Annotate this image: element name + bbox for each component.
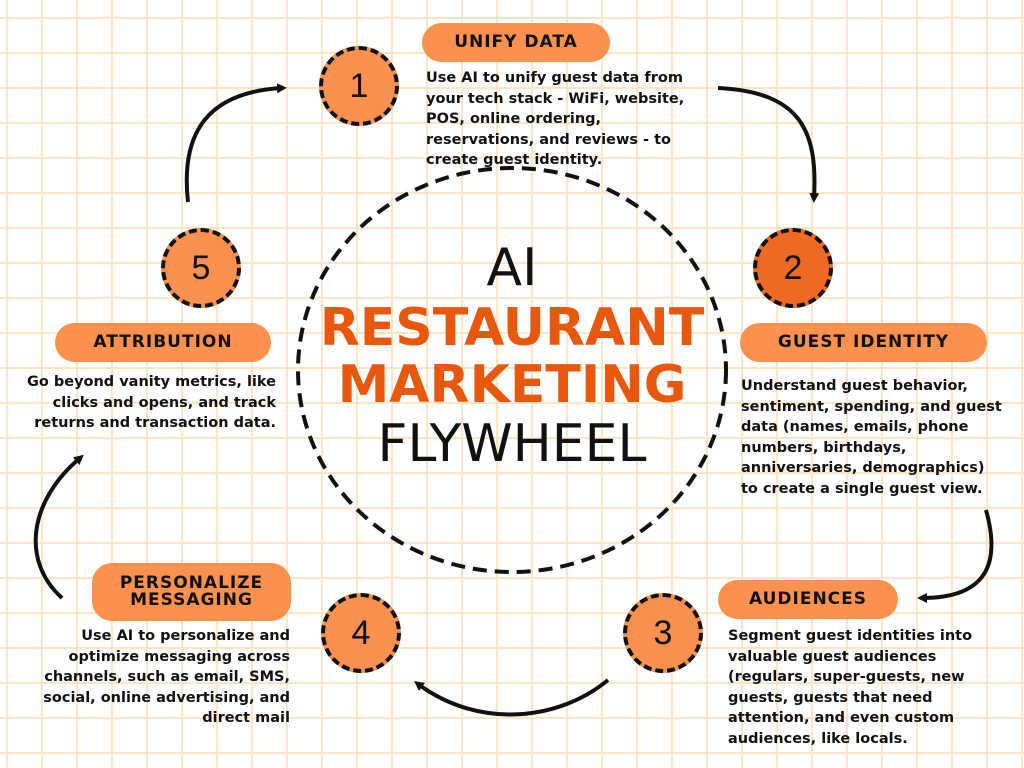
title-line-restaurant: RESTAURANT <box>319 298 705 358</box>
center-dashed-circle <box>296 166 728 574</box>
step-2-label: GUEST IDENTITY <box>740 323 987 362</box>
step-4-description: Use AI to personalize and optimize messa… <box>43 628 290 726</box>
step-1-description: Use AI to unify guest data from your tec… <box>426 70 685 168</box>
step-3-label: AUDIENCES <box>718 580 898 619</box>
title-line-flywheel: FLYWHEEL <box>377 414 647 474</box>
title-line-ai: AI <box>486 238 538 298</box>
step-3-number: 3 <box>623 593 703 673</box>
arrow-3-to-4 <box>413 678 610 717</box>
title-line-marketing: MARKETING <box>337 355 687 415</box>
arrow-4-to-5 <box>33 454 84 600</box>
arrow-5-to-1 <box>184 83 287 203</box>
arrow-2-to-3 <box>917 509 994 603</box>
arrow-1-to-2 <box>717 86 820 203</box>
step-4-number: 4 <box>321 593 401 673</box>
step-2-description: Understand guest behavior, sentiment, sp… <box>741 378 1002 497</box>
step-3-description: Segment guest identities into valuable g… <box>728 628 973 747</box>
step-1-label: UNIFY DATA <box>422 23 610 62</box>
step-2-number: 2 <box>753 228 833 308</box>
step-4-label: PERSONALIZE MESSAGING <box>92 563 291 621</box>
step-5-label: ATTRIBUTION <box>55 323 271 362</box>
step-5-description: Go beyond vanity metrics, like clicks an… <box>26 374 276 431</box>
step-5-number: 5 <box>161 228 241 308</box>
step-1-number: 1 <box>319 46 399 126</box>
